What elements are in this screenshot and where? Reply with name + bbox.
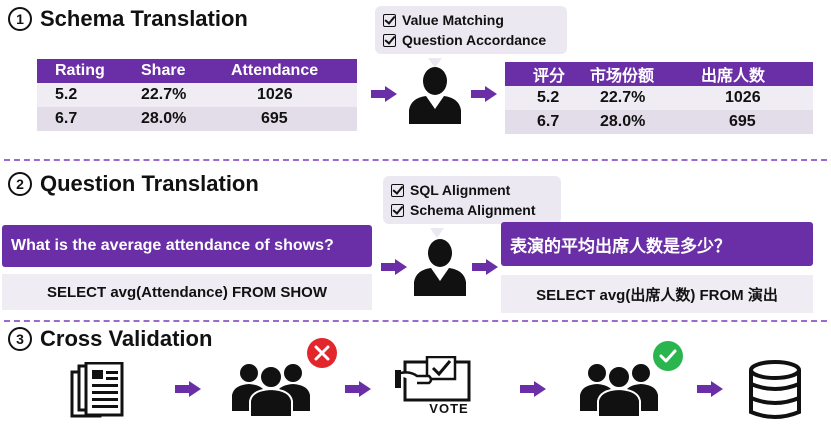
table-cell: 5.2 (37, 83, 141, 107)
reviewer-group-icon (232, 364, 310, 417)
table-header-row: Rating Share Attendance (37, 59, 357, 83)
section-title-text: Cross Validation (40, 326, 213, 351)
column-header: 出席人数 (701, 62, 813, 86)
schema-check-list: Value Matching Question Accordance (375, 6, 567, 54)
check-label: Schema Alignment (410, 202, 536, 218)
table-row: 5.2 22.7% 1026 (37, 83, 357, 107)
right-arrow-icon (345, 381, 371, 397)
reject-badge-icon (307, 338, 337, 368)
table-cell: 695 (701, 110, 813, 134)
check-label: SQL Alignment (410, 182, 511, 198)
accept-badge-icon (653, 341, 683, 371)
right-arrow-icon (471, 86, 497, 102)
table-cell: 5.2 (505, 86, 590, 110)
column-header: Attendance (231, 59, 357, 83)
table-cell: 1026 (231, 83, 357, 107)
right-arrow-icon (697, 381, 723, 397)
step-number: 2 (8, 172, 32, 196)
check-item: SQL Alignment (391, 180, 553, 200)
callout-tail (428, 58, 442, 68)
section-title-text: Schema Translation (40, 6, 248, 31)
column-header: Rating (37, 59, 141, 83)
reviewer-person-icon (414, 239, 466, 296)
table-cell: 6.7 (37, 107, 141, 131)
callout-tail (430, 228, 444, 238)
check-item: Question Accordance (383, 30, 559, 50)
column-header: Share (141, 59, 231, 83)
check-label: Question Accordance (402, 32, 547, 48)
check-item: Value Matching (383, 10, 559, 30)
table-cell: 22.7% (141, 83, 231, 107)
table-row: 5.2 22.7% 1026 (505, 86, 813, 110)
section-divider (4, 159, 827, 161)
vote-label: VOTE (429, 401, 469, 416)
step-number: 1 (8, 7, 32, 31)
table-cell: 28.0% (590, 110, 701, 134)
check-item: Schema Alignment (391, 200, 553, 220)
section-2-title: 2 Question Translation (8, 171, 259, 197)
source-question: What is the average attendance of shows? (2, 225, 372, 267)
target-question: 表演的平均出席人数是多少？ (501, 222, 813, 266)
question-check-list: SQL Alignment Schema Alignment (383, 176, 561, 224)
source-schema-table: Rating Share Attendance 5.2 22.7% 1026 6… (37, 59, 357, 131)
table-row: 6.7 28.0% 695 (37, 107, 357, 131)
table-cell: 6.7 (505, 110, 590, 134)
section-title-text: Question Translation (40, 171, 259, 196)
section-divider (4, 320, 827, 322)
checkbox-icon (383, 13, 396, 27)
section-3-title: 3 Cross Validation (8, 326, 212, 352)
table-cell: 28.0% (141, 107, 231, 131)
right-arrow-icon (381, 259, 407, 275)
target-schema-table: 评分 市场份额 出席人数 5.2 22.7% 1026 6.7 28.0% 69… (505, 62, 813, 134)
right-arrow-icon (371, 86, 397, 102)
source-sql: SELECT avg(Attendance) FROM SHOW (2, 274, 372, 310)
database-icon (749, 360, 801, 419)
right-arrow-icon (175, 381, 201, 397)
checkbox-icon (391, 203, 404, 217)
right-arrow-icon (472, 259, 498, 275)
section-1-title: 1 Schema Translation (8, 6, 248, 32)
table-cell: 695 (231, 107, 357, 131)
reviewer-group-icon (580, 364, 658, 417)
target-sql: SELECT avg(出席人数) FROM 演出 (501, 275, 813, 313)
column-header: 评分 (505, 62, 590, 86)
ballot-box-icon (395, 356, 471, 402)
checkbox-icon (383, 33, 396, 47)
table-cell: 1026 (701, 86, 813, 110)
check-label: Value Matching (402, 12, 504, 28)
column-header: 市场份额 (590, 62, 701, 86)
right-arrow-icon (520, 381, 546, 397)
table-cell: 22.7% (590, 86, 701, 110)
documents-icon (70, 362, 124, 418)
table-header-row: 评分 市场份额 出席人数 (505, 62, 813, 86)
checkbox-icon (391, 183, 404, 197)
step-number: 3 (8, 327, 32, 351)
reviewer-person-icon (409, 67, 461, 124)
table-row: 6.7 28.0% 695 (505, 110, 813, 134)
